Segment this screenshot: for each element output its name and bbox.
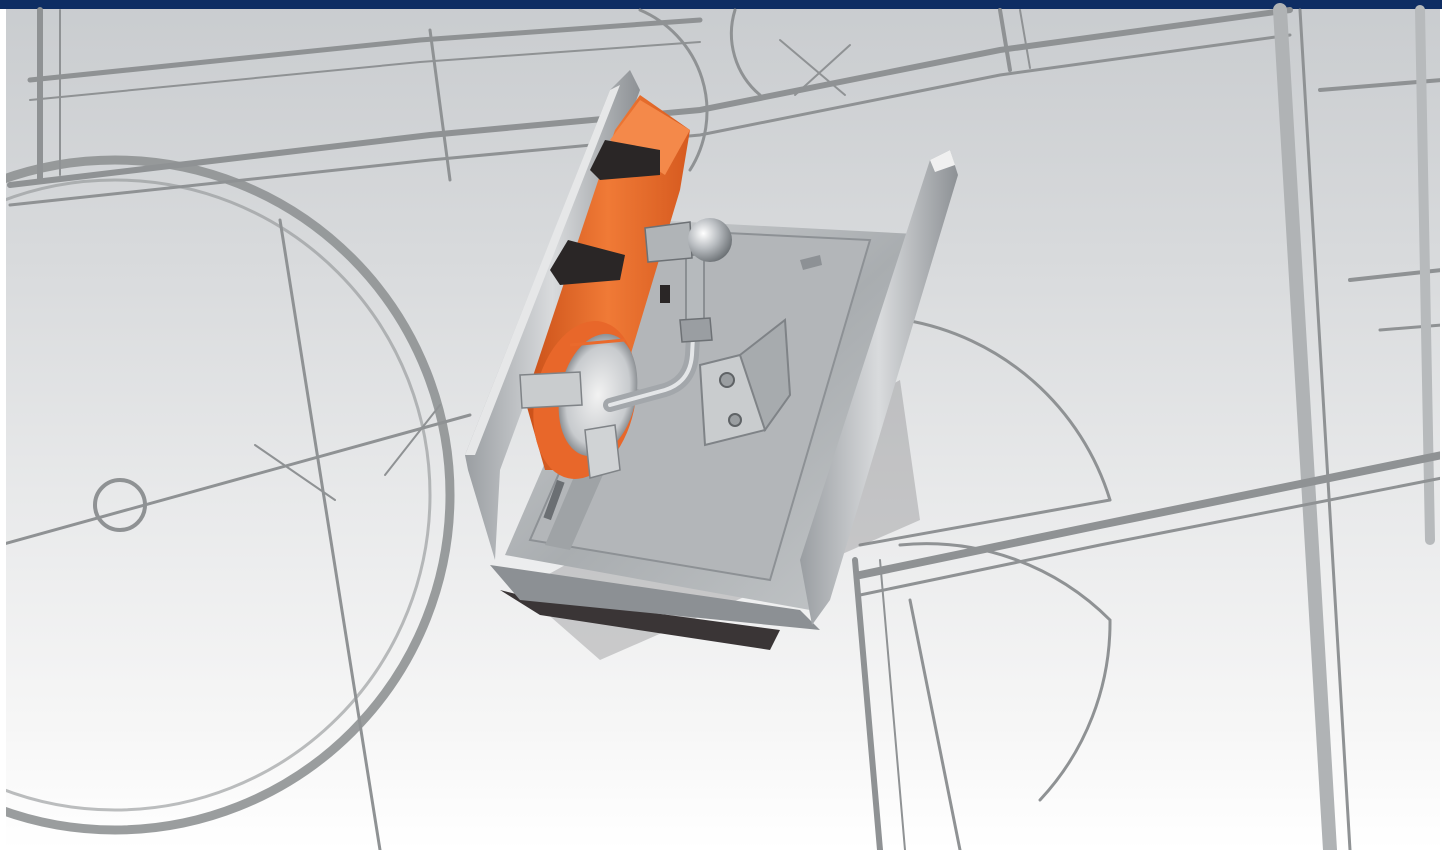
clip-upper bbox=[590, 140, 660, 180]
right-wall bbox=[800, 150, 958, 625]
actuator-assembly bbox=[465, 70, 958, 660]
ball-joint bbox=[688, 218, 732, 262]
blueprint-drawing bbox=[0, 3, 1442, 850]
frame-left-edge bbox=[0, 9, 6, 850]
position-dial bbox=[558, 333, 638, 457]
top-banner bbox=[0, 0, 1442, 9]
clip-lower bbox=[550, 240, 625, 285]
frame-right-edge bbox=[1440, 9, 1442, 850]
